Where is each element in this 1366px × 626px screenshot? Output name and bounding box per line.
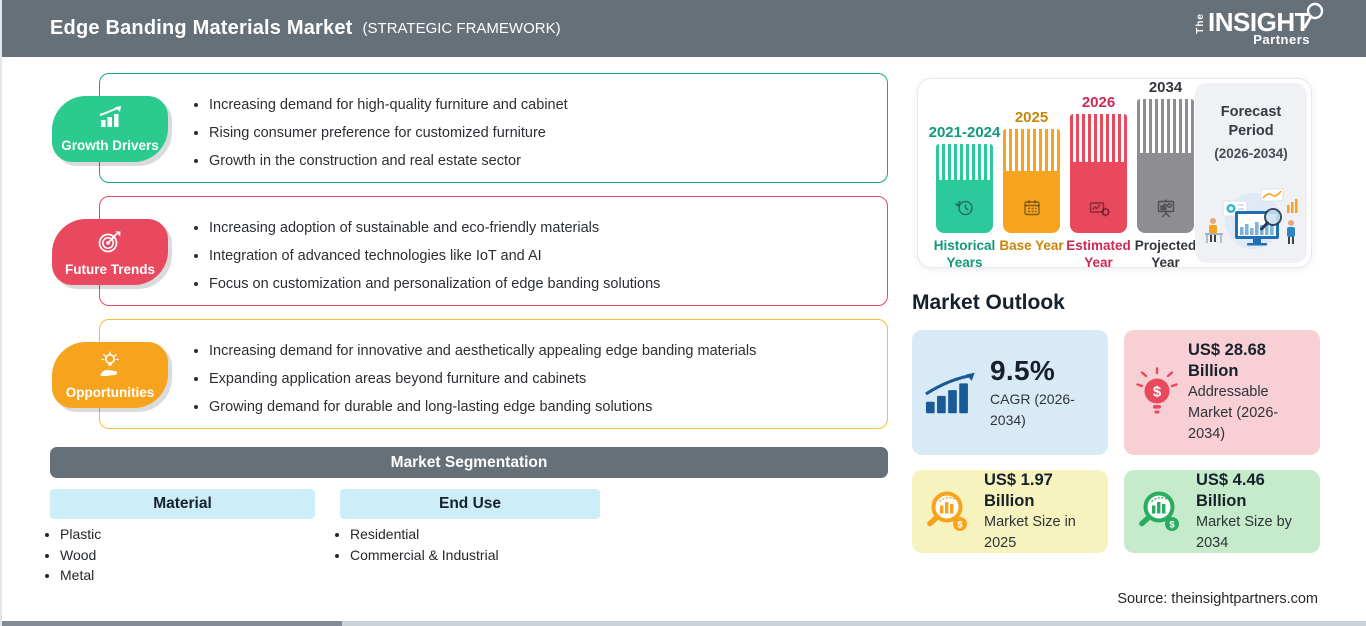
history-clock-icon <box>954 197 976 224</box>
header-bar: Edge Banding Materials Market (STRATEGIC… <box>2 0 1366 57</box>
forecast-period-title: Forecast Period <box>1220 104 1282 139</box>
bulb-hand-icon <box>97 351 123 383</box>
cagr-growth-icon <box>924 370 980 416</box>
market-size-2034-value: US$ 4.46 Billion <box>1196 470 1265 510</box>
list-item: Residential <box>350 524 499 545</box>
estimate-gear-icon <box>1087 197 1111 224</box>
bar-body <box>1070 161 1127 233</box>
opportunities-section: Opportunities Increasing demand for inno… <box>52 319 888 429</box>
bar-stripes <box>1070 114 1127 162</box>
addressable-market-value: US$ 28.68 Billion <box>1188 341 1266 380</box>
bar-body <box>1137 152 1194 233</box>
brand-logo: The INSIGHT Partners <box>1195 2 1324 47</box>
forecast-period-range: (2026-2034) <box>1214 146 1288 161</box>
source-text: Source: theinsightpartners.com <box>1117 591 1318 607</box>
logo-partners-text: Partners <box>1253 32 1310 47</box>
future-trends-label: Future Trends <box>64 261 155 277</box>
page-title: Edge Banding Materials Market <box>50 17 353 39</box>
segment-header-material: Material <box>50 489 315 519</box>
svg-text:$: $ <box>957 519 963 530</box>
magnifier-chart-green-icon: $ <box>1136 487 1186 537</box>
timeline-year-label: 2021-2024 <box>928 124 1001 141</box>
growth-drivers-badge: Growth Drivers <box>52 96 168 162</box>
bottom-strip-right <box>342 621 1366 626</box>
cagr-card: 9.5% CAGR (2026-2034) <box>912 330 1108 455</box>
magnifier-chart-orange-icon: $ <box>924 487 974 537</box>
bullet-item: Growing demand for durable and long-last… <box>209 393 756 421</box>
market-segmentation-title: Market Segmentation <box>390 453 548 471</box>
bullet-item: Growth in the construction and real esta… <box>209 147 568 175</box>
segment-material-label: Material <box>153 495 212 512</box>
growth-drivers-label: Growth Drivers <box>61 138 159 153</box>
timeline-bar <box>1137 99 1194 233</box>
bar-stripes <box>936 144 993 180</box>
segment-header-end-use: End Use <box>340 489 600 519</box>
future-trends-bullets: Increasing adoption of sustainable and e… <box>195 214 660 298</box>
opportunities-bullets: Increasing demand for innovative and aes… <box>195 337 756 421</box>
cagr-value: 9.5% <box>990 354 1056 386</box>
logo-insight-text: INSIGHT <box>1208 7 1310 37</box>
magnifier-icon <box>1303 2 1324 29</box>
timeline-bar <box>936 144 993 233</box>
bullet-item: Increasing demand for high-quality furni… <box>209 91 568 119</box>
market-outlook-title: Market Outlook <box>912 291 1065 314</box>
cagr-desc: CAGR (2026-2034) <box>990 390 1075 428</box>
bullet-item: Focus on customization and personalizati… <box>209 270 660 298</box>
logo-the-text: The <box>1195 13 1207 34</box>
list-item: Metal <box>60 565 101 586</box>
opportunities-label: Opportunities <box>65 384 155 400</box>
market-size-2025-value: US$ 1.97 Billion <box>984 470 1053 510</box>
forecast-timeline-card: 2021-2024 Historical Years 2025 <box>917 78 1312 270</box>
opportunities-badge: Opportunities <box>52 342 168 408</box>
market-size-2034-card: $ US$ 4.46 Billion Market Size by 2034 <box>1124 470 1320 553</box>
list-item: Commercial & Industrial <box>350 545 499 566</box>
addressable-market-desc: Addressable Market (2026-2034) <box>1188 384 1279 442</box>
forecast-period-panel: Forecast Period (2026-2034) <box>1195 83 1307 263</box>
timeline-caption: Historical Years <box>933 238 996 270</box>
target-dart-icon <box>96 228 124 260</box>
material-items-list: Plastic Wood Metal <box>46 524 101 586</box>
bottom-strip-left <box>2 621 342 626</box>
timeline-column-base: 2025 Base Year <box>999 79 1063 269</box>
future-trends-section: Future Trends Increasing adoption of sus… <box>52 196 888 306</box>
bullet-item: Rising consumer preference for customize… <box>209 119 568 147</box>
timeline-column-estimated: 2026 Estimated Year <box>1066 79 1131 270</box>
timeline-caption: Projected Year <box>1134 238 1197 270</box>
calendar-icon <box>1021 197 1043 224</box>
bullet-item: Expanding application areas beyond furni… <box>209 365 756 393</box>
market-size-2034-desc: Market Size by 2034 <box>1196 513 1292 551</box>
timeline-caption: Base Year <box>999 238 1064 253</box>
list-item: Plastic <box>60 524 101 545</box>
market-segmentation-bar: Market Segmentation <box>50 447 888 478</box>
dollar-bulb-icon: $ <box>1136 366 1178 419</box>
growth-chart-icon <box>95 105 125 136</box>
svg-text:$: $ <box>1169 519 1175 530</box>
timeline-year-label: 2026 <box>1081 94 1116 111</box>
timeline-year-label: 2034 <box>1148 79 1183 96</box>
page-subtitle: (STRATEGIC FRAMEWORK) <box>362 20 561 37</box>
timeline-year-label: 2025 <box>1014 109 1049 126</box>
bar-stripes <box>1137 99 1194 153</box>
analytics-illustration <box>1201 187 1301 256</box>
bullet-item: Increasing adoption of sustainable and e… <box>209 214 660 242</box>
addressable-market-card: $ US$ 28.68 Billion Addressable Market (… <box>1124 330 1320 455</box>
bullet-item: Integration of advanced technologies lik… <box>209 242 660 270</box>
timeline-caption: Estimated Year <box>1066 238 1131 270</box>
bullet-item: Increasing demand for innovative and aes… <box>209 337 756 365</box>
growth-drivers-section: Growth Drivers Increasing demand for hig… <box>52 73 888 183</box>
timeline-bar <box>1003 129 1060 233</box>
svg-text:$: $ <box>1153 383 1162 400</box>
timeline-column-historical: 2021-2024 Historical Years <box>929 79 1001 270</box>
projection-screen-icon <box>1154 197 1178 224</box>
market-size-2025-desc: Market Size in 2025 <box>984 513 1076 551</box>
timeline-column-projected: 2034 Projected Year <box>1135 79 1197 270</box>
end-use-items-list: Residential Commercial & Industrial <box>336 524 499 565</box>
timeline-bar <box>1070 114 1127 233</box>
segment-end-use-label: End Use <box>438 495 501 512</box>
bar-stripes <box>1003 129 1060 171</box>
future-trends-badge: Future Trends <box>52 219 168 285</box>
list-item: Wood <box>60 545 101 566</box>
market-size-2025-card: $ US$ 1.97 Billion Market Size in 2025 <box>912 470 1108 553</box>
growth-drivers-bullets: Increasing demand for high-quality furni… <box>195 91 568 175</box>
